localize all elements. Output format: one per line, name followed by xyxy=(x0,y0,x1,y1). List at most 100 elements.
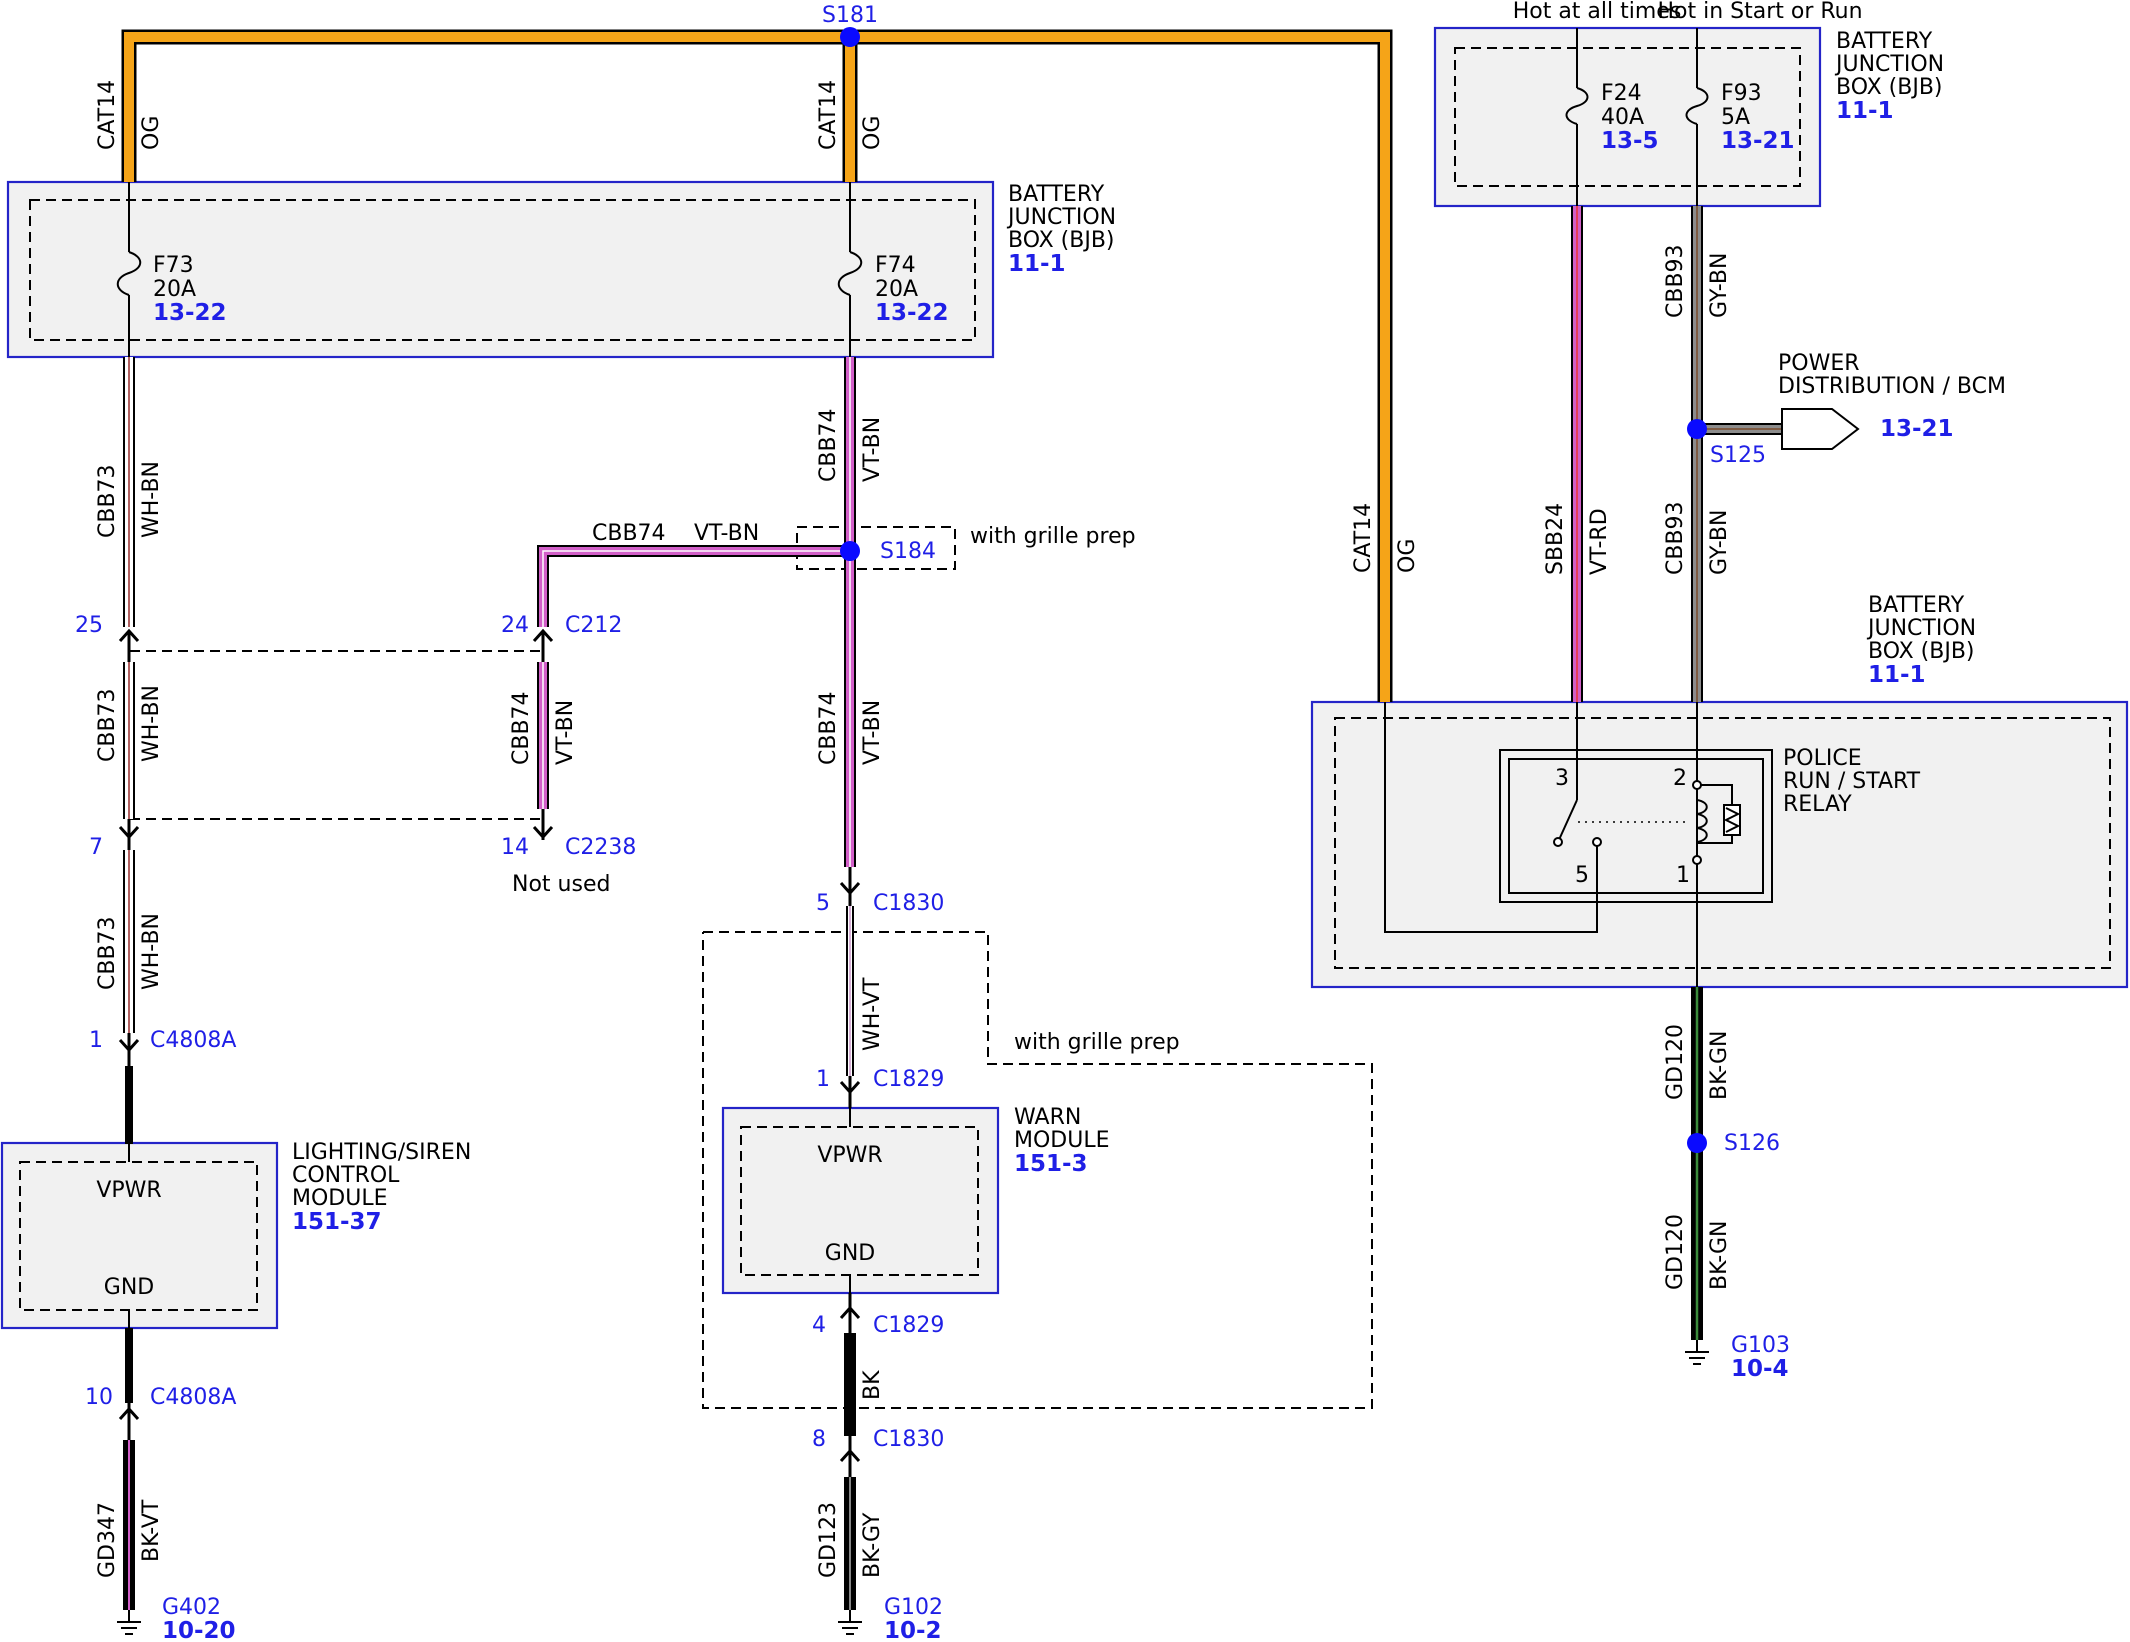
svg-text:13-21: 13-21 xyxy=(1880,416,1954,442)
relay-pin-2: 2 xyxy=(1673,766,1687,791)
splice-s126 xyxy=(1687,1133,1707,1153)
svg-text:RUN / START: RUN / START xyxy=(1783,769,1921,794)
svg-text:POWER: POWER xyxy=(1778,351,1860,376)
svg-text:WARN: WARN xyxy=(1014,1105,1081,1130)
not-used-label: Not used xyxy=(512,872,610,897)
pin-24: 24 xyxy=(501,613,529,638)
cbb74-label-3: CBB74 xyxy=(509,691,534,765)
connector-c212: C212 xyxy=(565,613,622,638)
wh-bn-label-1: WH-BN xyxy=(139,461,164,538)
fuse-f74-rating: 20A xyxy=(875,277,918,302)
pin-5: 5 xyxy=(816,891,830,916)
pin-14: 14 xyxy=(501,835,529,860)
gy-bn-label-2: GY-BN xyxy=(1707,510,1732,575)
fuse-f24-name: F24 xyxy=(1601,81,1642,106)
relay-pin-1: 1 xyxy=(1676,863,1690,888)
cat14-label-left: CAT14 xyxy=(95,80,120,150)
connector-c1830-8: C1830 xyxy=(873,1427,944,1452)
svg-text:BOX (BJB): BOX (BJB) xyxy=(1836,75,1943,100)
svg-text:CONTROL: CONTROL xyxy=(292,1163,400,1188)
ground-g402-ref: 10-20 xyxy=(162,1618,236,1642)
connector-c1829-4: C1829 xyxy=(873,1313,944,1338)
fuse-f93-rating: 5A xyxy=(1721,105,1750,130)
ground-g102-ref: 10-2 xyxy=(884,1618,942,1642)
svg-text:LIGHTING/SIREN: LIGHTING/SIREN xyxy=(292,1140,471,1165)
svg-text:JUNCTION: JUNCTION xyxy=(1006,205,1116,230)
svg-text:POLICE: POLICE xyxy=(1783,746,1862,771)
splice-s181 xyxy=(840,27,860,47)
vt-rd-label: VT-RD xyxy=(1587,508,1612,575)
vt-bn-label-3: VT-BN xyxy=(553,700,578,765)
gd347-wire xyxy=(123,1310,135,1622)
vt-bn-label-horizontal: VT-BN xyxy=(694,521,759,546)
hot-at-all-times-label: Hot at all times xyxy=(1513,0,1682,24)
og-label-right: OG xyxy=(1395,539,1420,573)
relay-pin-5: 5 xyxy=(1575,863,1589,888)
bjb-left-title: BATTERY JUNCTION BOX (BJB) 11-1 xyxy=(1006,182,1116,277)
pin-1-c4808a: 1 xyxy=(89,1028,103,1053)
splice-s125 xyxy=(1687,419,1707,439)
warn-ground-wire xyxy=(844,1275,856,1622)
og-label-center: OG xyxy=(860,116,885,150)
warn-module-box xyxy=(721,1106,1000,1295)
police-run-start-relay xyxy=(1499,749,1773,903)
wh-vt-wire xyxy=(846,906,854,1127)
lighting-siren-module-box xyxy=(0,1141,279,1330)
ground-g402-icon xyxy=(117,1621,141,1635)
pin-4: 4 xyxy=(812,1313,826,1338)
pin-8: 8 xyxy=(812,1427,826,1452)
splice-s126-label: S126 xyxy=(1724,1131,1780,1156)
cbb74-label-horizontal: CBB74 xyxy=(592,521,666,546)
svg-text:BATTERY: BATTERY xyxy=(1868,593,1965,618)
relay-pin-3: 3 xyxy=(1555,766,1569,791)
fuse-f24-rating: 40A xyxy=(1601,105,1644,130)
svg-text:11-1: 11-1 xyxy=(1008,251,1066,277)
gd123-label: GD123 xyxy=(816,1502,841,1578)
cbb74-label-2: CBB74 xyxy=(816,691,841,765)
fuse-f93-name: F93 xyxy=(1721,81,1762,106)
connector-c4808a-10: C4808A xyxy=(150,1385,236,1410)
svg-text:BOX (BJB): BOX (BJB) xyxy=(1868,639,1975,664)
bjb-top-right-title: BATTERY JUNCTION BOX (BJB) 11-1 xyxy=(1834,29,1944,124)
bjb-right-title: BATTERY JUNCTION BOX (BJB) 11-1 xyxy=(1866,593,1976,688)
sbb24-label: SBB24 xyxy=(1543,503,1568,575)
power-distribution-arrow-icon xyxy=(1781,408,1860,450)
cbb74-wire xyxy=(537,357,856,867)
svg-text:BATTERY: BATTERY xyxy=(1836,29,1933,54)
cbb93-label-1: CBB93 xyxy=(1663,244,1688,318)
splice-s184 xyxy=(840,541,860,561)
ground-g103-ref: 10-4 xyxy=(1731,1356,1789,1382)
cbb74-label-1: CBB74 xyxy=(816,408,841,482)
gd347-label: GD347 xyxy=(95,1502,120,1578)
bk-vt-label: BK-VT xyxy=(139,1499,164,1562)
svg-text:DISTRIBUTION / BCM: DISTRIBUTION / BCM xyxy=(1778,374,2006,399)
hot-in-start-or-run-label: Hot in Start or Run xyxy=(1657,0,1862,24)
fuse-f93-icon xyxy=(1685,87,1709,125)
cbb93-label-2: CBB93 xyxy=(1663,501,1688,575)
cat14-og-wire xyxy=(121,29,1393,702)
connector-symbols xyxy=(118,628,861,1477)
cbb73-label-2: CBB73 xyxy=(95,688,120,762)
fuse-f74-icon xyxy=(837,251,863,296)
bk-gy-label: BK-GY xyxy=(860,1512,885,1578)
fuse-f24-icon xyxy=(1565,87,1589,125)
svg-text:RELAY: RELAY xyxy=(1783,792,1852,817)
ground-g102-name: G102 xyxy=(884,1595,943,1620)
pin-10: 10 xyxy=(85,1385,113,1410)
vt-bn-label-2: VT-BN xyxy=(860,700,885,765)
gd120-label-1: GD120 xyxy=(1663,1024,1688,1100)
svg-text:MODULE: MODULE xyxy=(1014,1128,1110,1153)
og-label-left: OG xyxy=(139,116,164,150)
vt-bn-label-1: VT-BN xyxy=(860,417,885,482)
wh-vt-label: WH-VT xyxy=(860,977,885,1051)
fuse-f73-name: F73 xyxy=(153,253,194,278)
pin-7: 7 xyxy=(89,835,103,860)
connector-c2238: C2238 xyxy=(565,835,636,860)
cbb73-label-1: CBB73 xyxy=(95,464,120,538)
cbb93-wire xyxy=(1691,206,1782,702)
gd120-label-2: GD120 xyxy=(1663,1214,1688,1290)
fuse-f73-ref: 13-22 xyxy=(153,300,227,326)
ground-g103-name: G103 xyxy=(1731,1333,1790,1358)
ground-g103-icon xyxy=(1685,1351,1709,1365)
warn-gnd: GND xyxy=(825,1241,875,1266)
